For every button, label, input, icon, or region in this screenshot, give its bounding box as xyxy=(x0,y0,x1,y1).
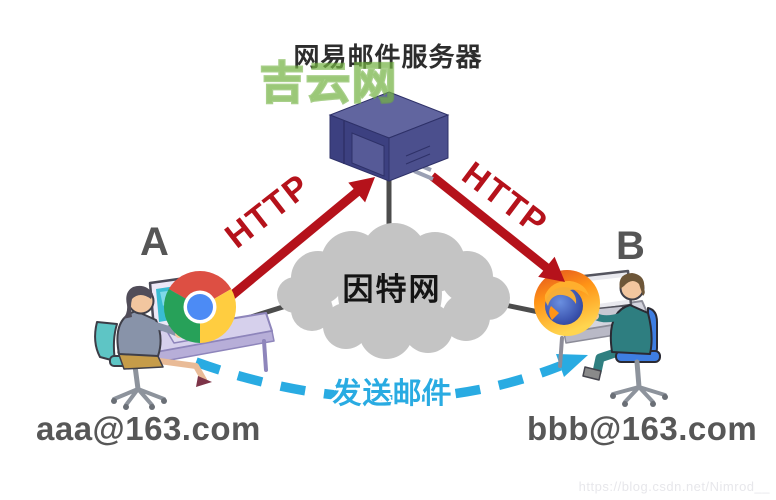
send-mail-arrow xyxy=(194,354,588,403)
sender-email: aaa@163.com xyxy=(36,410,261,447)
server-title: 网易邮件服务器 xyxy=(293,42,483,72)
mail-server-icon xyxy=(328,91,450,182)
receiver-letter: B xyxy=(616,224,645,268)
internet-cloud-label: 因特网 xyxy=(342,272,442,307)
http-arrow-right xyxy=(429,172,565,282)
chrome-icon xyxy=(163,270,237,344)
blog-url-watermark: https://blog.csdn.net/Nimrod__ xyxy=(578,479,770,494)
hair-b xyxy=(619,273,645,296)
send-mail-arrowhead xyxy=(556,354,588,377)
site-watermark: 吉云网 xyxy=(259,59,398,108)
body-b xyxy=(609,304,653,355)
send-mail-label: 发送邮件 xyxy=(332,378,453,410)
sender-letter: A xyxy=(140,220,169,264)
internet-cloud xyxy=(277,223,510,359)
firefox-icon xyxy=(534,270,600,336)
receiver-email: bbb@163.com xyxy=(527,410,758,447)
hair-a xyxy=(123,285,153,319)
http-arrow-left xyxy=(221,177,375,306)
